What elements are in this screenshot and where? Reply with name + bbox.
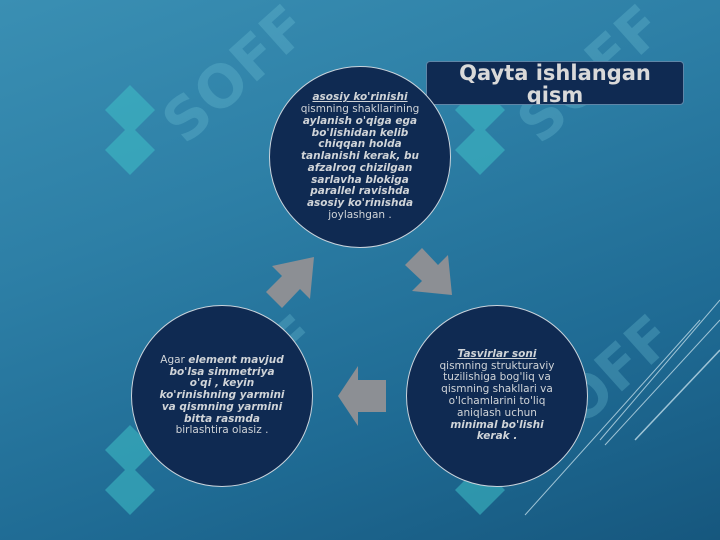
left-text-part-1: Agar	[160, 353, 189, 366]
section-title-line2: qism	[526, 83, 584, 105]
cycle-node-left: Agar element mavjud bo'lsa simmetriya o'…	[131, 305, 313, 487]
top-text-part-3: aylanish o'qiga ega bo'lishidan kelib ch…	[301, 114, 419, 210]
right-text-part-2: qismning strukturaviy tuzilishiga bog'li…	[439, 359, 555, 419]
left-text-part-3: birlashtira olasiz .	[175, 424, 269, 437]
cycle-node-left-text: Agar element mavjud bo'lsa simmetriya o'…	[158, 353, 286, 438]
watermark-logo-1	[95, 80, 165, 194]
cycle-node-right: Tasvirlar soni qismning strukturaviy tuz…	[406, 305, 588, 487]
left-text-part-2: element mavjud bo'lsa simmetriya o'qi , …	[159, 353, 285, 425]
arrow-left-to-top-icon	[266, 257, 314, 308]
top-text-part-2: qismning shakllarining	[300, 102, 420, 115]
cycle-node-top: asosiy ko'rinishi qismning shakllarining…	[269, 66, 451, 248]
logo-mark-icon	[105, 85, 155, 175]
cycle-node-right-text: Tasvirlar soni qismning strukturaviy tuz…	[433, 347, 561, 443]
top-text-part-4: joylashgan .	[328, 209, 392, 222]
arrow-right-to-left-icon	[338, 366, 386, 426]
right-text-part-1: Tasvirlar soni	[457, 347, 537, 360]
right-text-part-3: minimal bo'lishi kerak .	[450, 418, 544, 443]
top-text-part-1: asosiy ko'rinishi	[312, 91, 408, 104]
section-title-line1: Qayta ishlangan	[459, 61, 651, 85]
section-title: Qayta ishlangan qism	[426, 61, 684, 105]
arrow-top-to-right-icon	[405, 248, 452, 295]
cycle-node-top-text: asosiy ko'rinishi qismning shakllarining…	[296, 91, 424, 222]
